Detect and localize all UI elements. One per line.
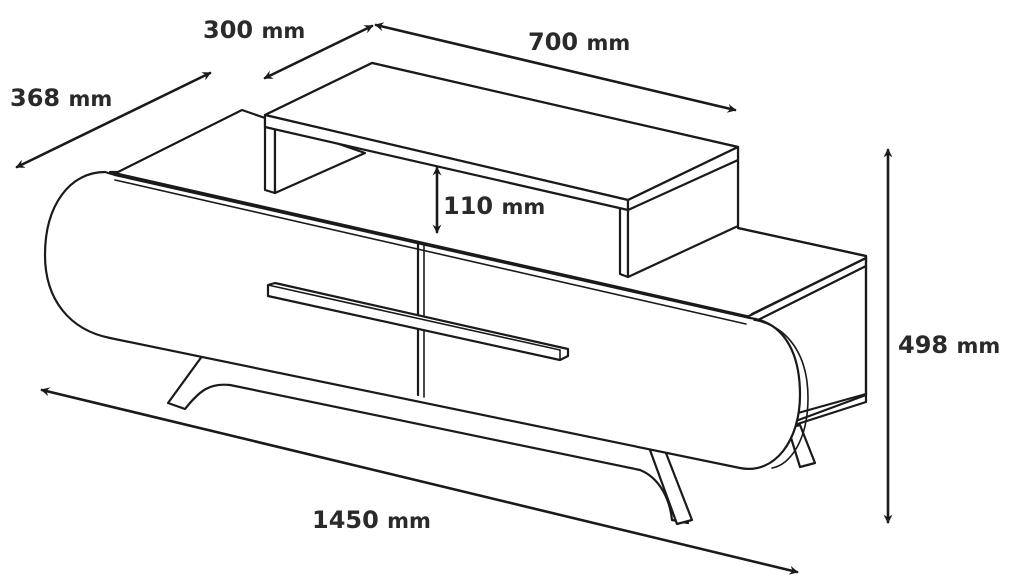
label-shelf-depth: 300 mm: [203, 16, 305, 44]
depth-total-value: 368: [10, 84, 61, 112]
shelf-height-unit: mm: [501, 195, 546, 219]
total-height-unit: mm: [956, 334, 1001, 358]
label-total-height: 498 mm: [898, 331, 1000, 359]
handle-bar: [266, 281, 570, 362]
label-total-width: 1450 mm: [312, 506, 431, 534]
total-height-value: 498: [898, 331, 949, 359]
depth-total-unit: mm: [68, 87, 113, 111]
shelf-width-unit: mm: [586, 31, 631, 55]
total-width-unit: mm: [387, 509, 431, 533]
shelf-width-value: 700: [528, 28, 579, 56]
label-shelf-width: 700 mm: [528, 28, 630, 56]
shelf-height-value: 110: [443, 192, 494, 220]
total-width-value: 1450: [312, 506, 379, 534]
shelf-depth-value: 300: [203, 16, 254, 44]
dimension-depth-total: [15, 71, 212, 169]
dimension-shelf-width: [374, 22, 737, 113]
dimension-shelf-depth: [263, 24, 374, 80]
label-shelf-height: 110 mm: [443, 192, 545, 220]
label-depth-total: 368 mm: [10, 84, 112, 112]
shelf-depth-unit: mm: [261, 19, 306, 43]
dimension-total-width: [40, 387, 799, 575]
